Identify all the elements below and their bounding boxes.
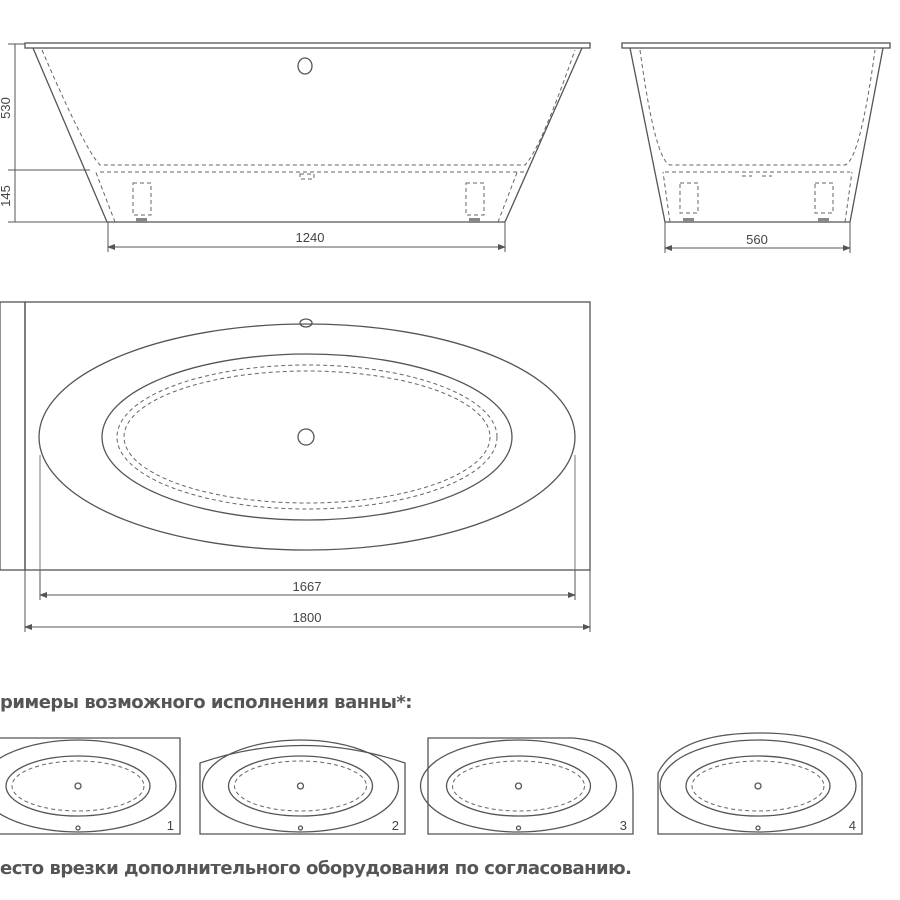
variant-1: 1 [0, 737, 181, 835]
feet [132, 182, 485, 223]
inner-dashed-ellipse [116, 364, 498, 510]
end-outline [629, 47, 884, 223]
variant-outline [657, 732, 863, 835]
footnote: есто врезки дополнительного оборудования… [0, 858, 632, 879]
drain-hole [514, 782, 523, 790]
base-width-label: 560 [746, 232, 768, 247]
side-outline [32, 47, 583, 223]
base-length-label: 1240 [296, 230, 325, 245]
variant-outline [427, 737, 634, 835]
side-inner-dashed-lower [94, 169, 525, 223]
drain-hole [296, 782, 305, 790]
overall-length-label: 1800 [293, 610, 322, 625]
variant-examples: 1 2 3 4 [0, 732, 863, 835]
top-outline [24, 301, 591, 571]
variant-outline [199, 744, 406, 835]
inner-bowl-ellipse [101, 353, 513, 521]
variant-outline [0, 737, 181, 835]
side-view: 530 145 1240 [0, 42, 591, 252]
drain-hole [754, 782, 762, 790]
variant-number: 3 [620, 818, 627, 833]
end-rim [621, 42, 891, 49]
overflow-hole [297, 57, 313, 75]
variant-number: 2 [392, 818, 399, 833]
height-upper-label: 530 [0, 97, 13, 119]
drain [299, 173, 315, 180]
side-rim [24, 42, 591, 49]
variant-2: 2 [199, 739, 406, 835]
variant-4: 4 [657, 732, 863, 835]
end-view: 560 [621, 42, 891, 253]
variant-3: 3 [419, 737, 634, 835]
variants-heading: римеры возможного исполнения ванны*: [0, 692, 412, 713]
overflow-hole-top [299, 318, 313, 328]
adjacent-panel [0, 301, 26, 571]
top-view: 1667 1800 [0, 301, 591, 632]
variant-number: 4 [849, 818, 856, 833]
end-inner-dashed [639, 49, 876, 166]
inner-length-label: 1667 [293, 579, 322, 594]
height-lower-label: 145 [0, 185, 13, 207]
drain-hole [74, 782, 82, 790]
outer-bowl-ellipse [38, 323, 576, 551]
variant-number: 1 [167, 818, 174, 833]
drain-hole [297, 428, 315, 446]
side-inner-dashed [41, 49, 576, 166]
